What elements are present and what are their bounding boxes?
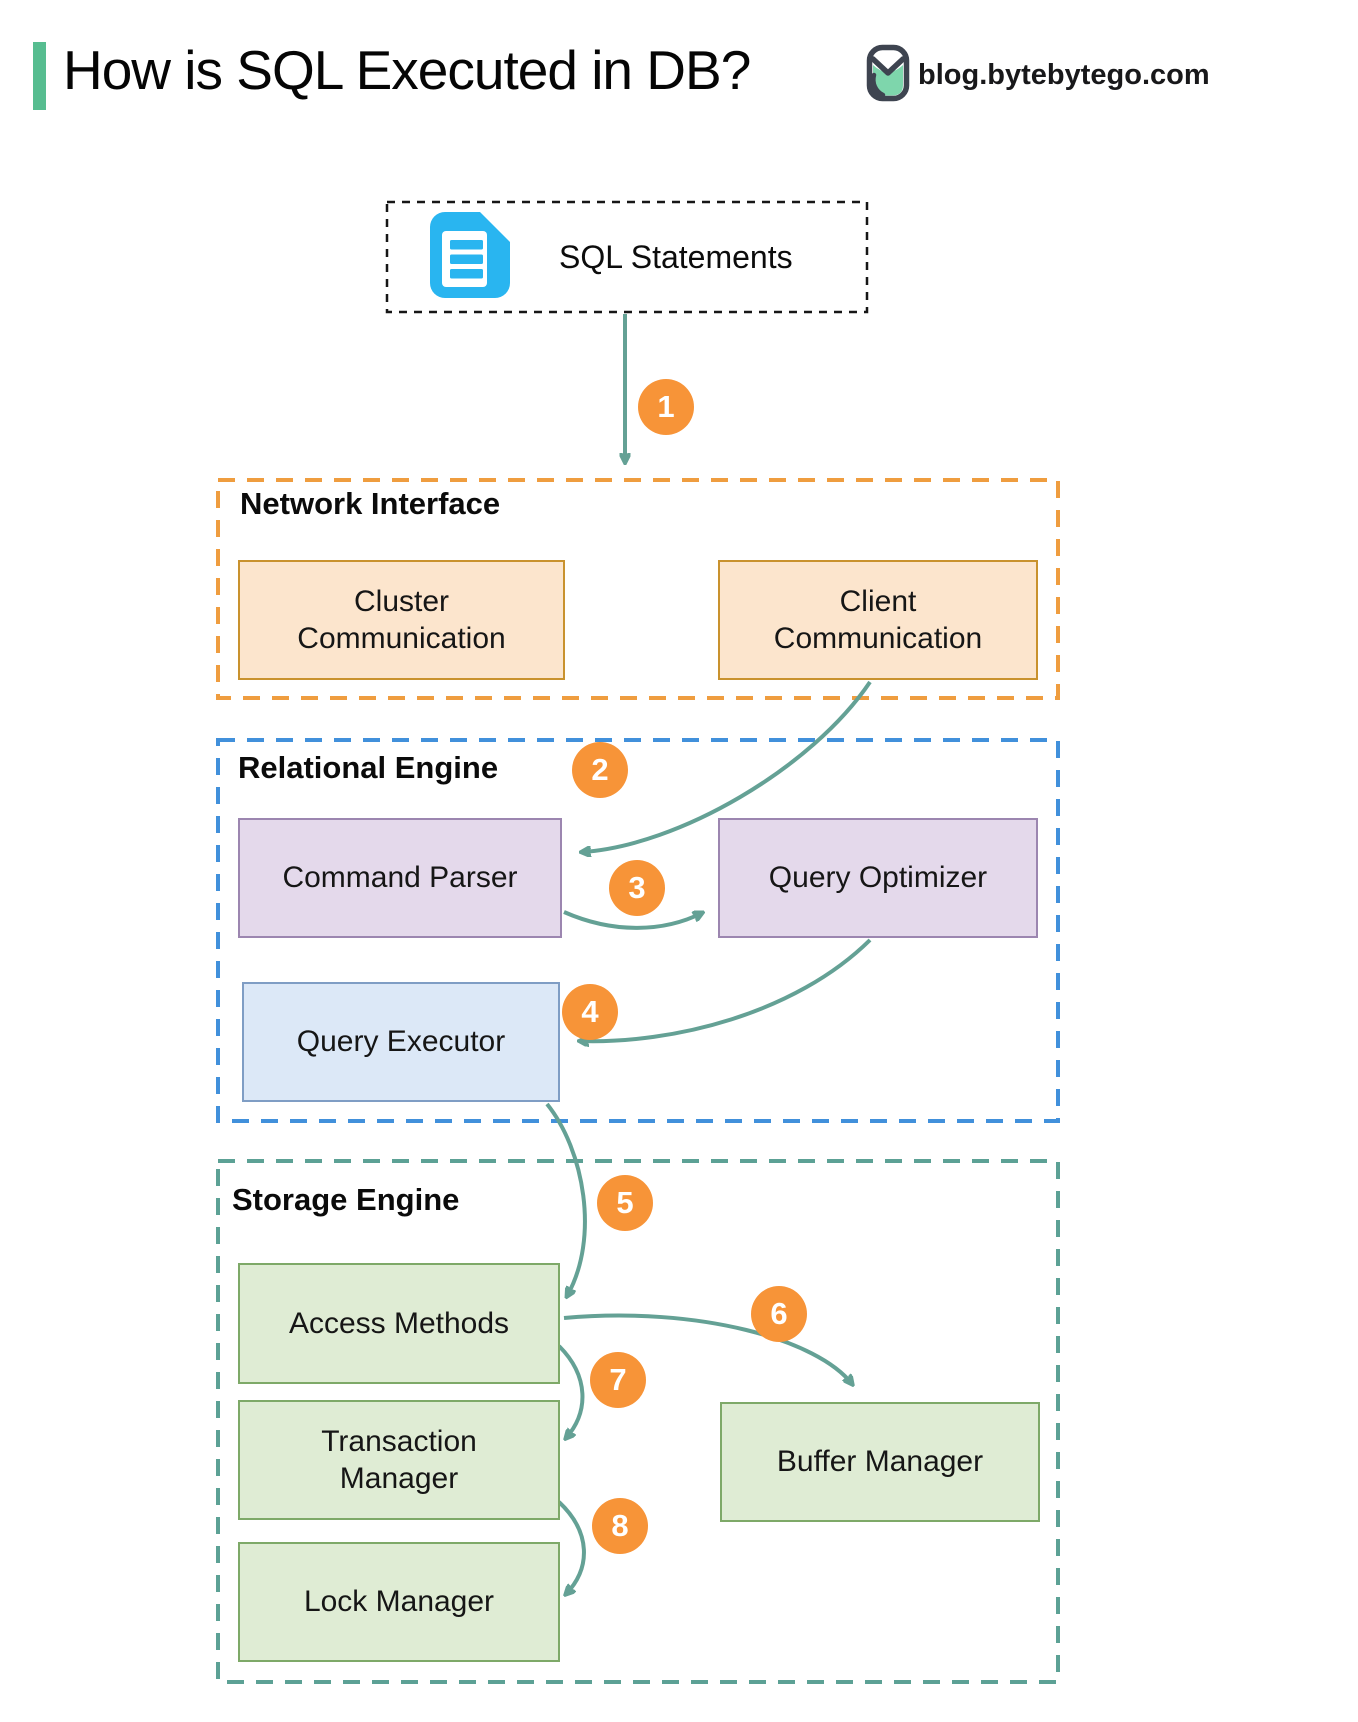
arrow-5-executor-to-access — [545, 1102, 587, 1296]
bytebytego-logo-icon — [866, 44, 910, 107]
node-client-communication: Client Communication — [718, 560, 1038, 680]
step-badge-1: 1 — [638, 379, 694, 435]
arrow-4-optimizer-to-executor — [580, 938, 872, 1041]
step-badge-4: 4 — [562, 984, 618, 1040]
arrow-2-client-to-parser — [582, 680, 872, 852]
section-relational-engine — [216, 738, 1060, 1123]
arrow-3-parser-to-optimizer — [563, 910, 702, 930]
step-badge-3: 3 — [609, 860, 665, 916]
document-icon — [425, 208, 515, 306]
node-command-parser: Command Parser — [238, 818, 562, 938]
section-storage-engine — [216, 1159, 1060, 1684]
node-access-methods: Access Methods — [238, 1263, 560, 1384]
node-lock-manager: Lock Manager — [238, 1542, 560, 1662]
section-network-interface — [216, 478, 1060, 700]
node-cluster-communication: Cluster Communication — [238, 560, 565, 680]
step-badge-5: 5 — [597, 1175, 653, 1231]
network-interface-label: Network Interface — [240, 486, 501, 521]
sql-statements-label: SQL Statements — [559, 238, 793, 275]
brand-text: blog.bytebytego.com — [918, 59, 1210, 91]
node-buffer-manager: Buffer Manager — [720, 1402, 1040, 1522]
brand: blog.bytebytego.com — [866, 44, 1210, 107]
arrow-8-transaction-to-lock — [557, 1500, 586, 1594]
step-badge-8: 8 — [592, 1498, 648, 1554]
node-query-executor: Query Executor — [242, 982, 560, 1102]
node-query-optimizer: Query Optimizer — [718, 818, 1038, 938]
step-badge-7: 7 — [590, 1352, 646, 1408]
sql-statements-content: SQL Statements — [387, 202, 867, 312]
page-title: How is SQL Executed in DB? — [63, 39, 751, 101]
arrow-6-access-to-buffer — [563, 1313, 852, 1384]
title-accent-bar — [33, 42, 46, 110]
node-transaction-manager: Transaction Manager — [238, 1400, 560, 1520]
arrow-7-access-to-transaction — [557, 1344, 585, 1438]
step-badge-2: 2 — [572, 742, 628, 798]
step-badge-6: 6 — [751, 1286, 807, 1342]
relational-engine-label: Relational Engine — [238, 750, 499, 785]
storage-engine-label: Storage Engine — [232, 1182, 460, 1217]
